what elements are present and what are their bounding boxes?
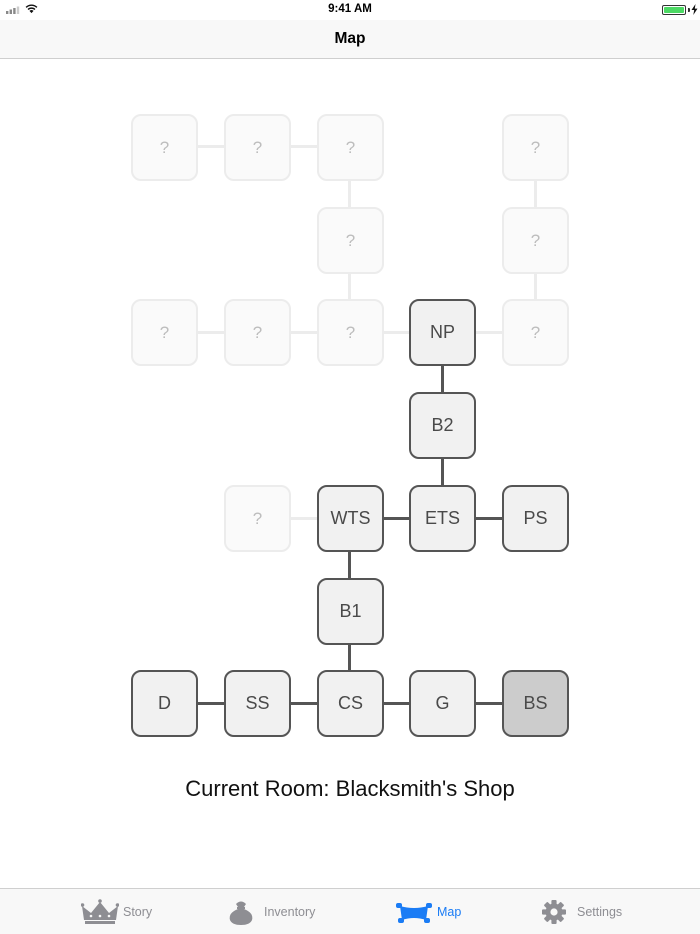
page-title: Map	[334, 30, 366, 47]
map-room-unexplored[interactable]: ?	[131, 299, 198, 366]
map-room-g[interactable]: G	[409, 670, 476, 737]
map-room-unexplored[interactable]: ?	[502, 114, 569, 181]
map-room-unexplored[interactable]: ?	[502, 207, 569, 274]
map-connector	[348, 180, 351, 208]
tab-bar: Story Inventory Map	[0, 888, 700, 934]
map-connector	[348, 272, 351, 300]
map-room-cs[interactable]: CS	[317, 670, 384, 737]
map-room-unexplored[interactable]: ?	[224, 485, 291, 552]
map-connector	[534, 272, 537, 300]
charging-bolt-icon	[691, 4, 698, 15]
map-room-b2[interactable]: B2	[409, 392, 476, 459]
tab-label: Map	[437, 905, 462, 919]
map-connector	[196, 702, 224, 705]
scroll-map-icon	[396, 903, 432, 923]
status-time: 9:41 AM	[328, 3, 372, 15]
map-room-unexplored[interactable]: ?	[317, 207, 384, 274]
map-area: ? ? ? ? ? ? ? ? ? NP ? B2 ? WTS ETS PS B…	[0, 60, 700, 888]
map-connector	[348, 551, 351, 579]
map-connector	[441, 365, 444, 393]
status-bar: 9:41 AM	[0, 0, 700, 20]
cellular-signal-icon	[6, 6, 20, 14]
map-connector	[289, 331, 317, 334]
tab-map[interactable]: Map	[395, 889, 461, 934]
map-room-unexplored[interactable]: ?	[131, 114, 198, 181]
map-connector	[382, 331, 410, 334]
map-room-unexplored[interactable]: ?	[224, 114, 291, 181]
battery-icon	[662, 5, 686, 15]
map-connector	[196, 145, 224, 148]
map-room-b1[interactable]: B1	[317, 578, 384, 645]
map-connector	[474, 517, 502, 520]
map-room-ss[interactable]: SS	[224, 670, 291, 737]
tab-label: Inventory	[264, 905, 316, 919]
tab-label: Story	[123, 905, 153, 919]
map-room-ps[interactable]: PS	[502, 485, 569, 552]
map-connector	[474, 331, 502, 334]
tab-story[interactable]: Story	[81, 889, 152, 934]
map-connector	[474, 702, 502, 705]
map-connector	[441, 458, 444, 486]
battery-level	[664, 7, 684, 13]
map-connector	[196, 331, 224, 334]
map-room-unexplored[interactable]: ?	[317, 299, 384, 366]
map-room-d[interactable]: D	[131, 670, 198, 737]
map-room-np[interactable]: NP	[409, 299, 476, 366]
map-room-bs[interactable]: BS	[502, 670, 569, 737]
tab-settings[interactable]: Settings	[535, 889, 622, 934]
map-connector	[289, 702, 317, 705]
tab-label: Settings	[577, 905, 623, 919]
tab-inventory[interactable]: Inventory	[222, 889, 315, 934]
map-room-unexplored[interactable]: ?	[502, 299, 569, 366]
map-connector	[289, 517, 317, 520]
sack-icon	[229, 901, 253, 925]
navigation-bar: Map	[0, 20, 700, 59]
map-room-unexplored[interactable]: ?	[224, 299, 291, 366]
gear-icon	[542, 900, 566, 924]
map-connector	[382, 702, 410, 705]
current-room-label: Current Room: Blacksmith's Shop	[185, 776, 515, 801]
crown-icon	[81, 899, 119, 924]
map-connector	[289, 145, 317, 148]
map-connector	[348, 643, 351, 671]
battery-tip	[688, 8, 690, 12]
map-connector	[534, 180, 537, 208]
map-room-wts[interactable]: WTS	[317, 485, 384, 552]
map-connector	[382, 517, 410, 520]
map-room-unexplored[interactable]: ?	[317, 114, 384, 181]
map-room-ets[interactable]: ETS	[409, 485, 476, 552]
wifi-icon	[25, 4, 38, 14]
